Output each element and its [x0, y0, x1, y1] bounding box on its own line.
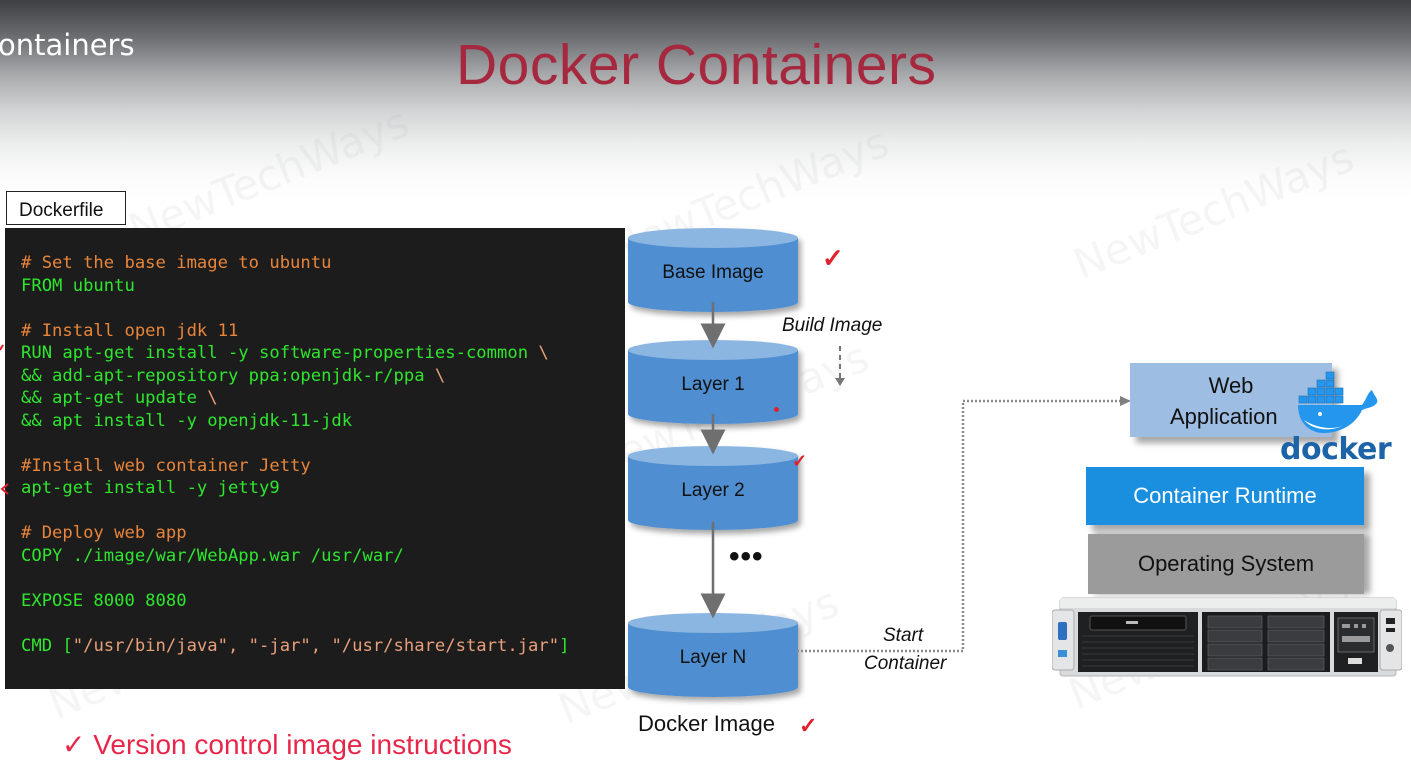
docker-logo-text: docker: [1280, 432, 1392, 467]
code-instruction: apt-get install -y jetty9: [21, 478, 280, 498]
code-comment: # Deploy web app: [21, 523, 187, 543]
layer-cylinder: [628, 613, 798, 697]
dockerfile-label: Dockerfile: [6, 191, 126, 225]
layer-label: Layer 2: [681, 480, 745, 501]
line-continuation: \: [528, 343, 549, 363]
start-container-label-1: Start: [883, 625, 924, 646]
web-application-line2: Application: [1170, 404, 1278, 429]
check-icon: ✓: [822, 243, 844, 273]
code-line: COPY ./image/war/WebApp.war /usr/war/: [21, 545, 569, 568]
code-line: #Install web container Jetty: [21, 455, 569, 478]
video-title-fragment: ontainers: [0, 28, 135, 62]
code-instruction: ]: [559, 635, 570, 656]
annotation-marks: [0, 344, 9, 495]
layer-label: Layer 1: [681, 374, 745, 395]
top-gradient-band: [0, 0, 1411, 200]
operating-system-box: Operating System: [1088, 534, 1364, 594]
code-string: "/usr/bin/java", "-jar", "/usr/share/sta…: [72, 635, 560, 656]
code-line: apt-get install -y jetty9: [21, 477, 569, 500]
code-instruction: && add-apt-repository ppa:openjdk-r/ppa: [21, 365, 425, 386]
docker-whale-icon: [1298, 371, 1378, 434]
version-control-bullet: ✓ Version control image instructions: [62, 729, 512, 760]
annotation-dot: [774, 407, 779, 412]
code-instruction: FROM ubuntu: [21, 275, 135, 296]
code-instruction: CMD [: [21, 635, 73, 656]
layer-label: Layer N: [679, 647, 747, 668]
code-instruction: && apt install -y openjdk-11-jdk: [21, 410, 353, 431]
layer-cylinder: [628, 340, 798, 424]
line-continuation: \: [424, 365, 446, 386]
slide-title: Docker Containers: [456, 33, 937, 97]
code-line: && add-apt-repository ppa:openjdk-r/ppa …: [21, 365, 569, 388]
code-line: # Install open jdk 11: [21, 320, 569, 343]
code-line: # Deploy web app: [21, 522, 569, 545]
server-hardware-icon: [1052, 597, 1402, 677]
web-application-box: Web Application: [1130, 363, 1332, 437]
code-instruction: RUN apt-get install -y software-properti…: [21, 343, 529, 363]
docker-image-label: Docker Image: [638, 711, 775, 736]
build-image-arrowhead: [835, 378, 845, 386]
code-instruction: && apt-get update: [21, 388, 197, 408]
code-instruction: EXPOSE 8000 8080: [21, 590, 187, 611]
line-continuation: \: [196, 388, 218, 408]
layer-label: Base Image: [662, 262, 764, 283]
layer-cylinder: [628, 228, 798, 312]
check-icon: ✓: [792, 451, 808, 471]
code-line: CMD ["/usr/bin/java", "-jar", "/usr/shar…: [21, 635, 569, 658]
code-comment: # Install open jdk 11: [21, 320, 239, 341]
code-instruction: COPY ./image/war/WebApp.war /usr/war/: [21, 545, 404, 566]
code-line: EXPOSE 8000 8080: [21, 590, 569, 613]
code-line: # Set the base image to ubuntu: [21, 252, 569, 275]
build-image-label: Build Image: [782, 315, 883, 336]
check-icon: ✓: [799, 713, 818, 738]
code-line: && apt install -y openjdk-11-jdk: [21, 410, 569, 433]
code-comment: #Install web container Jetty: [21, 455, 311, 476]
code-line: && apt-get update \: [21, 387, 569, 410]
code-line: RUN apt-get install -y software-properti…: [21, 342, 569, 365]
code-comment: # Set the base image to ubuntu: [21, 253, 332, 273]
web-application-line1: Web: [1208, 373, 1254, 398]
start-container-arrowhead: [1120, 396, 1131, 406]
more-layers-ellipsis: •••: [729, 540, 764, 573]
code-line: FROM ubuntu: [21, 275, 569, 298]
container-runtime-box: Container Runtime: [1086, 467, 1364, 525]
start-container-label-2: Container: [864, 653, 947, 674]
layer-cylinder: [628, 446, 798, 530]
